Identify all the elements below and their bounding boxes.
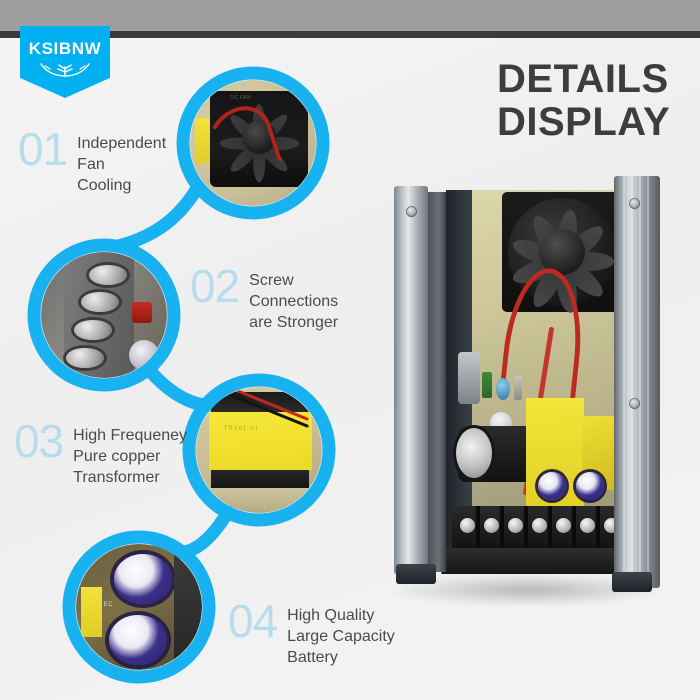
feature-item-02: 02 Screw Connections are Stronger (190, 260, 338, 333)
product-blue-capacitor-2 (576, 472, 604, 500)
product-left-rail-inner (428, 192, 446, 572)
feature-text-02: Screw Connections are Stronger (249, 265, 338, 333)
title-line-1: DETAILS (497, 57, 669, 101)
product-main-capacitor-face (456, 428, 492, 478)
feature-04-line-2: Large Capacity (287, 628, 395, 646)
product-screw-right-2 (629, 398, 640, 409)
feature-01-line-3: Cooling (77, 177, 132, 195)
cooling-fan-photo: DC FAN (190, 80, 316, 206)
brand-name: KSIBNW (28, 39, 102, 58)
product-component-d (458, 352, 480, 404)
feature-number-01: 01 (18, 123, 68, 175)
feature-item-04: 04 High Quality Large Capacity Battery (228, 595, 395, 668)
product-foot-right (612, 572, 652, 592)
feature-03-line-1: High Frequeney (73, 427, 188, 444)
product-base-plate (441, 548, 639, 574)
fan-photo-caption: DC FAN (230, 95, 252, 102)
feature-03-line-3: Transformer (73, 469, 160, 487)
capacitor-photo-caption: EC (103, 601, 114, 608)
wheat-sprig-icon (40, 63, 90, 77)
product-screw-right (629, 198, 640, 209)
feature-01-line-2: Fan (77, 156, 105, 174)
page-title: DETAILS DISPLAY (497, 58, 697, 144)
feature-01-line-1: Independent (77, 135, 167, 152)
product-component-b (496, 378, 510, 400)
feature-number-03: 03 (14, 415, 64, 467)
top-gray-band (0, 0, 700, 31)
feature-02-line-1: Screw (249, 272, 294, 289)
product-blue-capacitor-1 (538, 472, 566, 500)
product-fan-housing (502, 192, 622, 315)
product-screw-left (406, 206, 417, 217)
feature-number-04: 04 (228, 595, 278, 647)
brand-logo: KSIBNW (20, 26, 110, 98)
feature-item-01: 01 Independent Fan Cooling (18, 123, 166, 196)
feature-number-02: 02 (190, 260, 240, 312)
product-terminal-strip (452, 506, 626, 552)
feature-text-01: Independent Fan Cooling (77, 128, 166, 196)
transformer-photo: TRX61-01 (196, 387, 322, 513)
feature-text-03: High Frequeney Pure copper Transformer (73, 420, 187, 488)
product-right-rail (614, 176, 660, 588)
top-dark-stripe (0, 31, 700, 38)
screw-terminal-photo (41, 252, 167, 378)
product-photo (386, 176, 666, 606)
product-foot-left (396, 564, 436, 584)
title-line-2: DISPLAY (497, 99, 671, 144)
product-component-c (514, 376, 522, 400)
feature-text-04: High Quality Large Capacity Battery (287, 600, 395, 668)
feature-04-line-3: Battery (287, 649, 338, 667)
feature-04-line-1: High Quality (287, 607, 375, 624)
product-fan (508, 198, 616, 315)
transformer-photo-caption: TRX61-01 (223, 425, 260, 432)
feature-item-03: 03 High Frequeney Pure copper Transforme… (14, 415, 187, 488)
feature-02-line-3: are Stronger (249, 314, 339, 332)
capacitor-photo: EC (76, 544, 202, 670)
product-left-rail (394, 186, 428, 574)
feature-02-line-2: Connections (249, 293, 339, 311)
feature-03-line-2: Pure copper (73, 448, 161, 466)
product-component-a (482, 372, 492, 398)
